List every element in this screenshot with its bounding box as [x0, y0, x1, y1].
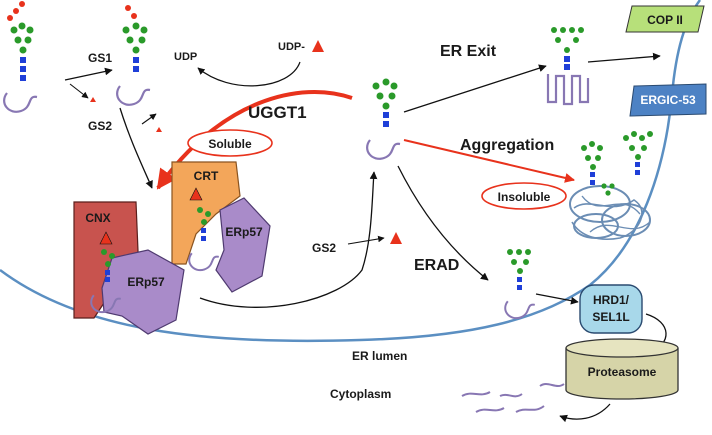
hrd1-label-line1: HRD1/ [593, 293, 630, 307]
cnx-label: CNX [85, 211, 110, 225]
gs2-mid-glucose [390, 232, 402, 244]
released-glucose-1 [90, 97, 96, 102]
er-exit-label: ER Exit [440, 43, 497, 60]
er-lumen-label: ER lumen [352, 349, 407, 363]
arrow-er-exit [403, 64, 547, 113]
glycoprotein-gs1-product [116, 5, 152, 106]
erp57-b-label: ERp57 [225, 225, 263, 239]
arrow-gs2-top [119, 107, 153, 189]
arrow-degradation [559, 403, 611, 423]
glycoprotein-central [366, 78, 402, 160]
arrow-aggregation [403, 139, 575, 183]
glycoprotein-er-exit [546, 27, 590, 106]
erp57-cnx: ERp57 [101, 249, 185, 335]
arrow-erad [397, 165, 489, 281]
hrd1-sel1l-complex: HRD1/ SEL1L [579, 284, 643, 334]
gs2-mid-label: GS2 [312, 241, 336, 255]
arrow-gs1-glucose [69, 83, 89, 99]
soluble-label: Soluble [208, 137, 252, 151]
arrow-gs2-mid-glucose [347, 235, 385, 245]
arrow-udp [197, 61, 301, 87]
uggt1-label: UGGT1 [248, 103, 307, 122]
ergic53-box: ERGIC-53 [629, 83, 707, 117]
hrd1-label-line2: SEL1L [592, 310, 629, 324]
gs2-top-label: GS2 [88, 119, 112, 133]
arrow-to-ergic [587, 52, 661, 63]
udp-label: UDP [174, 51, 197, 63]
erad-label: ERAD [414, 257, 459, 274]
erp57-a-label: ERp57 [127, 275, 165, 289]
udp-glucose-triangle [312, 40, 324, 52]
erp57-crt: ERp57 [215, 197, 271, 293]
cytoplasm-label: Cytoplasm [330, 387, 391, 401]
arrow-gs1 [64, 67, 113, 81]
glycoprotein-bound-cnx [90, 249, 122, 314]
glycoprotein-top-left [3, 1, 39, 113]
peptide-fragments [461, 383, 565, 413]
uggt1-arrow [156, 90, 353, 190]
proteasome: Proteasome [565, 338, 679, 400]
cop2-box: COP II [625, 5, 705, 33]
cop2-label: COP II [647, 13, 683, 27]
udp-sugar-label: UDP- [278, 41, 305, 53]
glycoprotein-bound-crt [188, 207, 220, 272]
insoluble-label: Insoluble [498, 190, 551, 204]
protein-aggregate [569, 131, 653, 240]
ergic53-label: ERGIC-53 [640, 93, 696, 107]
aggregation-label: Aggregation [460, 137, 554, 154]
arrow-gs2-glucose [141, 113, 157, 125]
gs1-label: GS1 [88, 51, 112, 65]
insoluble-oval: Insoluble [481, 182, 567, 210]
proteasome-label: Proteasome [588, 365, 657, 379]
crt-label: CRT [194, 169, 219, 183]
soluble-oval: Soluble [187, 129, 273, 157]
glycoprotein-erad [504, 249, 536, 320]
arrow-to-hrd1 [535, 293, 579, 305]
released-glucose-2 [156, 127, 162, 132]
arrow-release [199, 171, 378, 308]
